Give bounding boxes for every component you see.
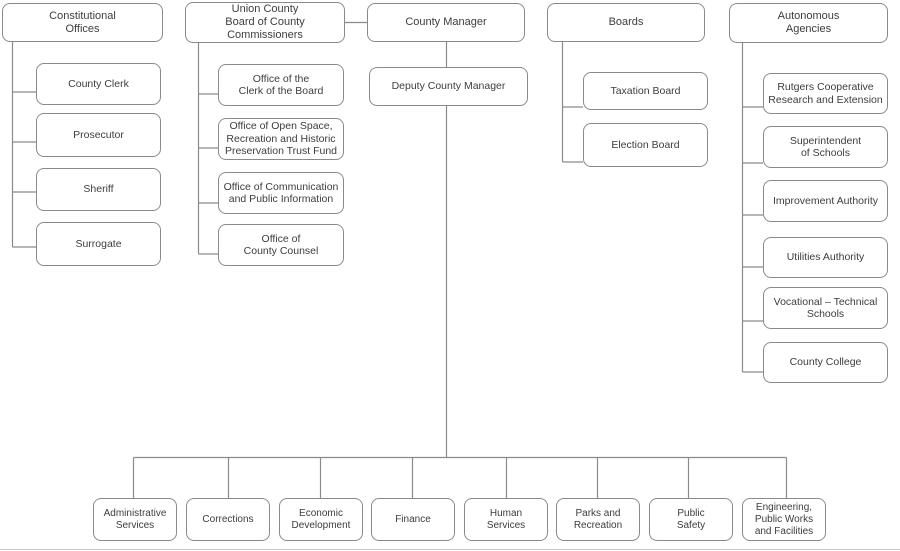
node-deputy-county-manager: Deputy County Manager [369,67,528,106]
node-county-manager: County Manager [367,3,525,42]
node-office-county-counsel: Office of County Counsel [218,224,344,266]
node-county-clerk: County Clerk [36,63,161,105]
node-corrections: Corrections [186,498,270,541]
node-office-clerk-of-board: Office of the Clerk of the Board [218,64,344,106]
node-engineering-public-works: Engineering, Public Works and Facilities [742,498,826,541]
node-finance: Finance [371,498,455,541]
node-office-open-space: Office of Open Space, Recreation and His… [218,118,344,160]
node-economic-development: Economic Development [279,498,363,541]
node-superintendent-of-schools: Superintendent of Schools [763,126,888,168]
node-office-communication: Office of Communication and Public Infor… [218,172,344,214]
node-human-services: Human Services [464,498,548,541]
node-rutgers-cooperative: Rutgers Cooperative Research and Extensi… [763,73,888,114]
connector-commissioners-offices [197,43,218,255]
node-public-safety: Public Safety [649,498,733,541]
node-boards: Boards [547,3,705,42]
node-county-college: County College [763,342,888,383]
node-administrative-services: Administrative Services [93,498,177,541]
node-constitutional-offices: Constitutional Offices [2,3,163,42]
node-utilities-authority: Utilities Authority [763,237,888,278]
node-board-of-county-commissioners: Union County Board of County Commissione… [185,2,345,43]
connector-constitutional-offices [11,42,36,248]
node-improvement-authority: Improvement Authority [763,180,888,222]
connector-departments-rail [132,456,788,498]
connector-autonomous-agencies [741,43,763,373]
node-sheriff: Sheriff [36,168,161,211]
node-taxation-board: Taxation Board [583,72,708,110]
node-surrogate: Surrogate [36,222,161,266]
node-autonomous-agencies: Autonomous Agencies [729,3,888,43]
node-vocational-technical-schools: Vocational – Technical Schools [763,287,888,329]
page-edge-divider [0,549,900,550]
node-election-board: Election Board [583,123,708,167]
node-prosecutor: Prosecutor [36,113,161,157]
node-parks-and-recreation: Parks and Recreation [556,498,640,541]
connector-boards [561,42,583,163]
